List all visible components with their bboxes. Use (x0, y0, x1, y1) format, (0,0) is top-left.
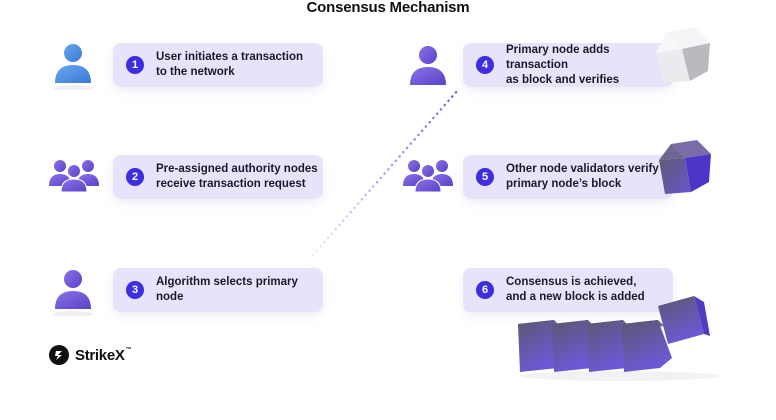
user-icon (53, 44, 93, 90)
step-number-badge: 5 (476, 168, 494, 186)
connector-5-6 (556, 204, 560, 264)
group-icon (49, 160, 99, 193)
step-number-badge: 4 (476, 56, 494, 74)
step-6: 6 Consensus is achieved,and a new block … (463, 268, 673, 312)
connector-1-2 (209, 92, 213, 152)
connector-2-3 (209, 204, 213, 264)
diagram-title: Consensus Mechanism (306, 0, 470, 16)
step-number-badge: 2 (126, 168, 144, 186)
group-icon (403, 160, 453, 193)
connector-3-4 (311, 88, 460, 257)
block (658, 296, 710, 344)
logo-text: StrikeX™ (75, 346, 132, 364)
step-number-badge: 6 (476, 281, 494, 299)
block (518, 320, 560, 372)
user-icon (53, 270, 93, 316)
blockchain-icon (518, 296, 720, 381)
block (622, 320, 672, 372)
step-number-badge: 1 (126, 56, 144, 74)
strikex-logo-icon (49, 345, 69, 365)
block (587, 320, 629, 372)
user-icon (410, 46, 446, 85)
step-number-badge: 3 (126, 281, 144, 299)
connector-4-5 (556, 92, 560, 152)
strikex-logo: StrikeX™ (49, 345, 132, 365)
step-text: Consensus is achieved,and a new block is… (506, 276, 645, 303)
white-block-icon (656, 27, 710, 83)
block (552, 320, 594, 372)
purple-block-icon (659, 140, 711, 194)
